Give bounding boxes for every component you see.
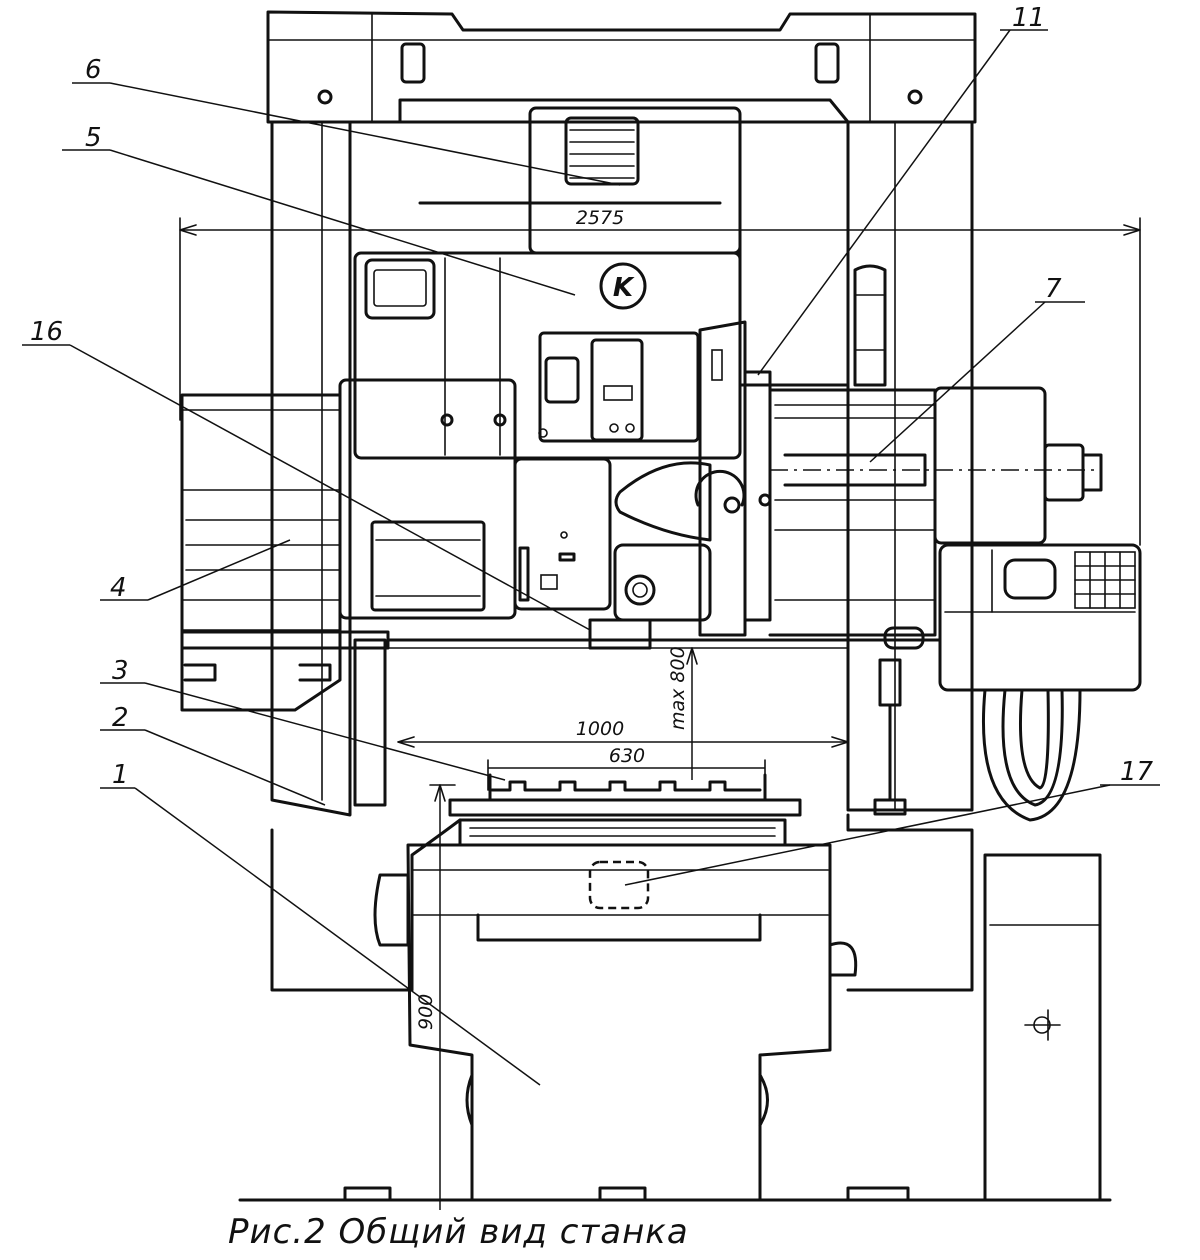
floor-line xyxy=(238,1186,1112,1202)
callout-2: 2 xyxy=(100,703,326,806)
dimension-900: 900 xyxy=(415,784,456,1210)
dimension-1000: 1000 xyxy=(397,718,849,748)
callout-1: 1 xyxy=(100,760,541,1086)
logo-letter: K xyxy=(613,273,635,303)
callout-3: 3 xyxy=(100,656,506,781)
dimension-label-max-height: max 800 xyxy=(667,646,689,730)
keypad-grid xyxy=(1074,551,1136,609)
upper-head-block: K xyxy=(353,98,850,460)
callout-4: 4 xyxy=(100,539,291,603)
left-horizontal-rail xyxy=(180,393,342,712)
callout-7-label: 7 xyxy=(1045,274,1062,304)
callout-17: 17 xyxy=(624,757,1160,886)
figure-caption: Рис.2 Общий вид станка xyxy=(228,1212,689,1252)
callout-3-label: 3 xyxy=(112,656,129,686)
dimension-label-overall-width: 2575 xyxy=(576,207,624,229)
callout-5: 5 xyxy=(62,123,576,296)
dimension-2575: 2575 xyxy=(179,207,1141,546)
control-pendant xyxy=(938,543,1142,822)
dimension-label-table-travel: 1000 xyxy=(576,718,624,740)
work-table xyxy=(448,773,802,847)
crossrail xyxy=(180,618,942,650)
dimension-label-table-width: 630 xyxy=(609,745,645,767)
callout-11-label: 11 xyxy=(1012,3,1045,33)
callout-6: 6 xyxy=(72,55,621,186)
central-carriage xyxy=(513,331,746,622)
kamaz-logo: K xyxy=(599,262,647,310)
callout-1-label: 1 xyxy=(112,760,129,790)
callout-6-label: 6 xyxy=(85,55,102,85)
callout-4-label: 4 xyxy=(110,573,127,603)
vent-grille xyxy=(564,116,640,186)
callout-16: 16 xyxy=(22,317,591,631)
callout-16-label: 16 xyxy=(30,317,63,347)
top-crossbeam xyxy=(266,10,977,124)
callout-2-label: 2 xyxy=(112,703,129,733)
dimension-max-800: max 800 xyxy=(667,646,698,780)
dimension-label-table-height: 900 xyxy=(415,994,437,1030)
right-column xyxy=(846,120,974,812)
left-carriage xyxy=(338,378,517,620)
spindle-housing xyxy=(933,386,1103,545)
callout-17-label: 17 xyxy=(1120,757,1154,787)
callout-11: 11 xyxy=(757,3,1048,376)
callout-5-label: 5 xyxy=(85,123,102,153)
ram-slide xyxy=(698,320,772,637)
hydraulic-cylinder xyxy=(873,626,925,816)
left-column xyxy=(270,120,387,817)
callout-7: 7 xyxy=(869,274,1085,463)
